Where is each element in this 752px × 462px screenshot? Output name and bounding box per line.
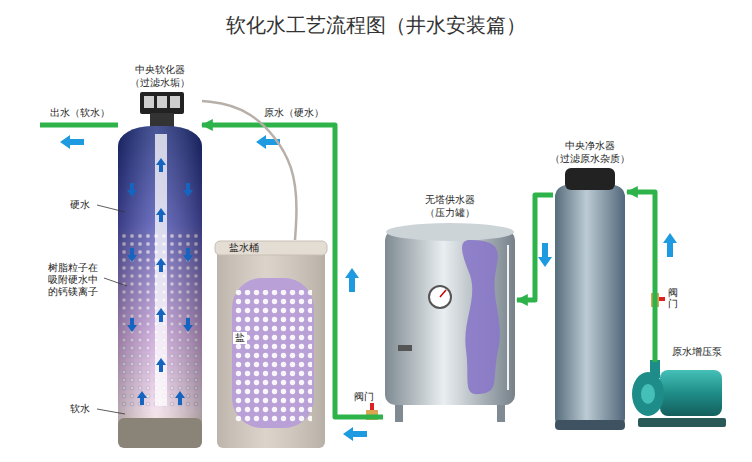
- equipment-node: 盐水桶盐: [215, 240, 327, 448]
- softener-tank: [118, 92, 202, 448]
- brine-tank: [215, 241, 327, 448]
- softener-tank: [140, 92, 184, 114]
- brine-tank: [234, 290, 312, 424]
- annotation-label: 硬水: [70, 199, 90, 211]
- outlet-pipe: [40, 125, 118, 126]
- annotation-label: 出水（软水）: [50, 107, 110, 119]
- booster-pump: [638, 418, 726, 427]
- brine-tank: [232, 278, 314, 428]
- illustration-part: [137, 391, 147, 405]
- illustration-part: [183, 318, 193, 332]
- illustration-part: [183, 183, 193, 197]
- purifier-tank: [565, 168, 615, 190]
- equipment-node: 无塔供水器（压力罐）: [383, 222, 517, 422]
- illustration-part: [156, 308, 166, 322]
- node-heading: 中央软化器: [135, 64, 185, 76]
- brine-tank: [217, 250, 325, 448]
- node-heading: 无塔供水器: [425, 194, 475, 206]
- equipment-node: 中央净水器（过滤原水杂质）: [553, 168, 627, 432]
- valve-symbol: [659, 297, 665, 301]
- pressure-tank: [385, 223, 515, 422]
- softener-tank: [155, 134, 167, 406]
- pressure-tank: [462, 240, 500, 394]
- illustration-part: [175, 391, 185, 405]
- illustration-part: [156, 208, 166, 222]
- flow-arrow: [343, 427, 367, 441]
- pressure-tank: [398, 345, 412, 351]
- softener-tank: [118, 126, 202, 448]
- softener-tank: [157, 96, 167, 108]
- softener-tank: [144, 96, 154, 108]
- illustration-part: [156, 258, 166, 272]
- diagram-title: 软化水工艺流程图（井水安装篇）: [0, 12, 752, 38]
- leader-line: [97, 205, 125, 212]
- purifier-tank: [555, 185, 625, 430]
- softener-tank: [170, 96, 180, 108]
- pressure-tank: [386, 223, 514, 241]
- equipment-node: 原水增压泵: [630, 362, 730, 430]
- flow-arrow: [663, 233, 677, 257]
- node-subtext: （过滤原水杂质）: [550, 153, 630, 165]
- booster-pump: [641, 384, 655, 404]
- softener-tank: [118, 418, 202, 448]
- illustration-part: [183, 248, 193, 262]
- illustration-part: [127, 158, 193, 405]
- node-subtext: 盐: [233, 332, 247, 344]
- valve-symbol: [366, 293, 665, 420]
- annotation-label: 软水: [70, 403, 90, 415]
- equipment-node: 中央软化器（过滤水垢）: [118, 92, 202, 448]
- node-heading: 原水增压泵: [672, 346, 722, 358]
- purifier-tank: [555, 168, 625, 430]
- annotation-label: 阀门: [354, 391, 374, 403]
- valve-symbol: [370, 403, 374, 410]
- booster-pump: [632, 360, 726, 427]
- water-pipe: [517, 195, 553, 300]
- pressure-tank: [429, 286, 451, 308]
- pressure-tank: [440, 290, 446, 297]
- water-pipe: [627, 192, 655, 362]
- leader-line: [104, 278, 127, 286]
- pipe-label: 原水（硬水）: [262, 107, 326, 119]
- illustration-part: [156, 158, 166, 172]
- booster-pump: [660, 370, 722, 416]
- node-subtext: （压力罐）: [425, 207, 475, 219]
- brine-hose: [202, 101, 297, 240]
- leader-line: [97, 205, 127, 414]
- illustration-part: [127, 183, 137, 197]
- flow-arrow: [345, 268, 359, 292]
- flow-arrow: [60, 135, 84, 149]
- brine-tank: [217, 250, 325, 448]
- annotation-label: 阀门: [668, 287, 678, 309]
- illustration-part: [127, 318, 137, 332]
- flow-arrow: [538, 243, 552, 267]
- flow-arrow: [60, 135, 677, 441]
- booster-pump: [632, 372, 664, 416]
- purifier-tank: [555, 420, 625, 430]
- brine-tank: [215, 241, 327, 255]
- annotation-label: 树脂粒子在吸附硬水中的钙镁离子: [48, 262, 100, 298]
- node-subtext: （过滤水垢）: [130, 77, 190, 89]
- softener-tank: [150, 113, 174, 128]
- pressure-tank: [507, 245, 509, 390]
- outlet-pipe: [40, 123, 118, 128]
- illustration-part: [127, 248, 137, 262]
- node-heading: 中央净水器: [565, 140, 615, 152]
- softener-tank: [118, 126, 202, 448]
- pressure-tank: [385, 230, 515, 405]
- node-heading: 盐水桶: [229, 242, 259, 254]
- leader-line: [97, 409, 125, 414]
- illustration-part: [156, 358, 166, 372]
